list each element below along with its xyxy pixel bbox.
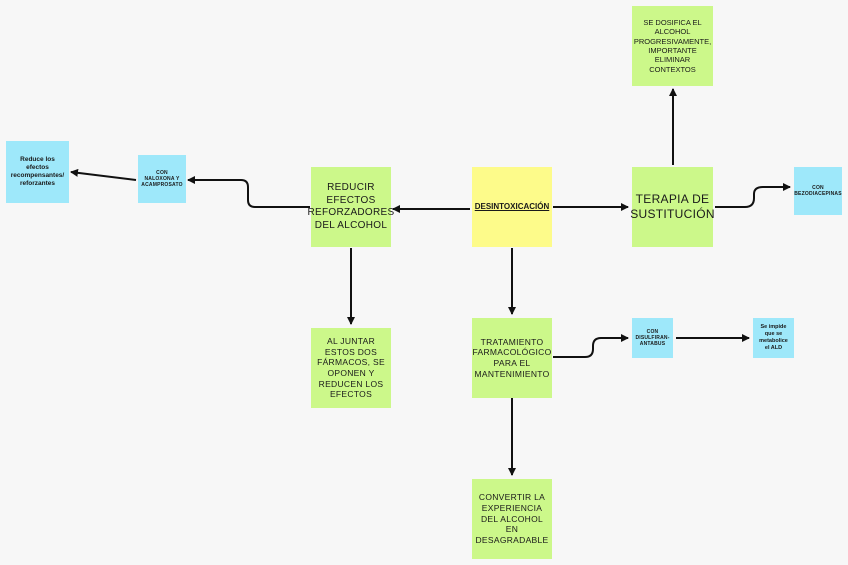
node-convertir-experiencia: CONVERTIR LA EXPERIENCIA DEL ALCOHOL EN … — [472, 479, 552, 559]
node-desintoxicacion: DESINTOXICACIÓN — [472, 167, 552, 247]
node-impide-metabolice: Se impide que se metabolice el ALD — [753, 318, 794, 358]
node-al-juntar-farmacos: AL JUNTAR ESTOS DOS FÁRMACOS, SE OPONEN … — [311, 328, 391, 408]
node-reduce-efectos-recompensantes: Reduce los efectos recompensantes/ refor… — [6, 141, 69, 203]
node-bezodiacepinas: CON BEZODIACEPINAS — [794, 167, 842, 215]
node-naloxona-acamprosato: CON NALOXONA Y ACAMPROSATO — [138, 155, 186, 203]
arrow-sustitucion-to-benzo — [715, 183, 791, 208]
arrow-mantenimiento-to-disulfiram — [553, 334, 629, 358]
arrow-naloxona-to-reduce — [70, 168, 137, 181]
node-dosifica-alcohol: SE DOSIFICA EL ALCOHOL PROGRESIVAMENTE, … — [632, 6, 713, 86]
node-terapia-sustitucion: TERAPIA DE SUSTITUCIÓN — [630, 167, 715, 247]
node-tratamiento-mantenimiento: TRATAMIENTO FARMACOLÓGICO PARA EL MANTEN… — [472, 318, 552, 398]
node-reducir-efectos: REDUCIR EFECTOS REFORZADORES DEL ALCOHOL — [308, 167, 394, 247]
arrow-reducir-to-naloxona — [187, 176, 310, 208]
node-disulfiran-antabus: CON DISULFIRAN- ANTABUS — [632, 318, 673, 358]
